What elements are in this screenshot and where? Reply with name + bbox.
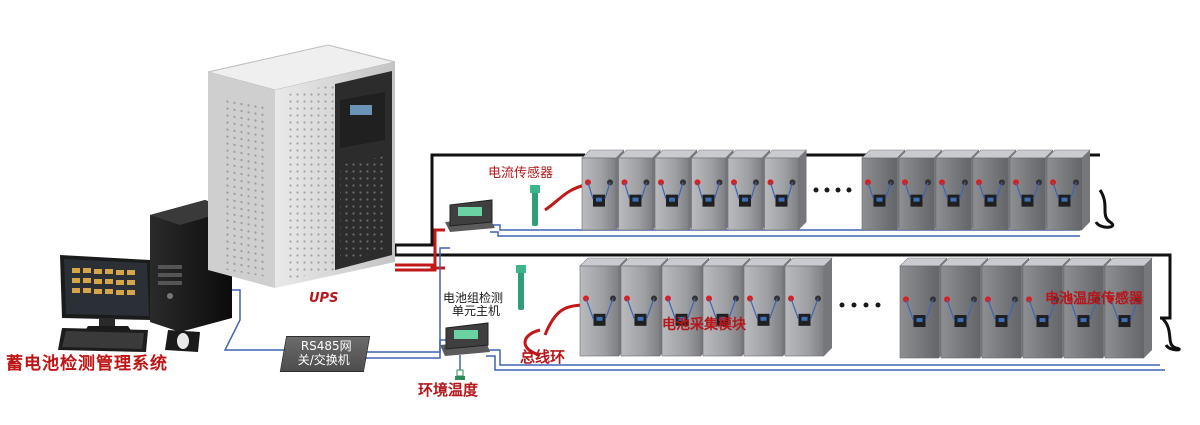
battery-strings (579, 149, 1153, 359)
ellipsis-icon (813, 187, 852, 193)
battery (1022, 257, 1071, 359)
gateway-label-line1: RS485网 (300, 339, 352, 353)
battery (727, 149, 771, 231)
ups-label: UPS (309, 291, 339, 306)
env-temp-label: 环境温度 (418, 381, 479, 399)
battery (981, 257, 1030, 359)
battery (1104, 257, 1153, 359)
monitor-screen-tiles (72, 268, 135, 295)
keyboard (58, 328, 148, 352)
env-temp-probe (455, 369, 465, 380)
battery (899, 257, 948, 359)
rs485-gateway: RS485网 关/交换机 (279, 336, 371, 372)
battery (763, 149, 808, 231)
bus-ring-label: 总线环 (520, 348, 566, 366)
battery (861, 149, 906, 231)
battery (702, 257, 751, 357)
battery (1009, 149, 1054, 231)
battery (581, 149, 625, 231)
battery (620, 257, 669, 357)
monitor (60, 255, 152, 332)
current-sensor-label: 电流传感器 (488, 166, 554, 181)
battery (579, 257, 628, 357)
battery (654, 149, 698, 231)
unit-host-top (445, 199, 495, 232)
battery (1063, 257, 1112, 359)
ups-cabinet (207, 44, 396, 288)
current-sensor-top (530, 185, 540, 226)
unit-host-label-line2: 单元主机 (452, 304, 501, 318)
gateway-label-line2: 关/交换机 (297, 353, 350, 367)
battery (690, 149, 735, 231)
current-sensor-bottom (516, 265, 526, 310)
mouse-pad (165, 330, 200, 352)
battery (898, 149, 943, 231)
battery (784, 257, 833, 357)
battery (935, 149, 980, 231)
unit-host-label-line1: 电池组检测 (443, 291, 504, 305)
temp-sensor-label: 电池温度传感器 (1045, 291, 1143, 307)
battery (661, 257, 710, 357)
collector-module-label: 电池采集模块 (662, 317, 746, 333)
battery (617, 149, 662, 231)
battery (743, 257, 792, 357)
unit-host-bottom (440, 322, 490, 356)
ellipsis-icon (839, 302, 881, 308)
battery (1046, 149, 1091, 231)
battery (972, 149, 1017, 231)
battery (940, 257, 989, 359)
system-title: 蓄电池检测管理系统 (6, 354, 168, 374)
